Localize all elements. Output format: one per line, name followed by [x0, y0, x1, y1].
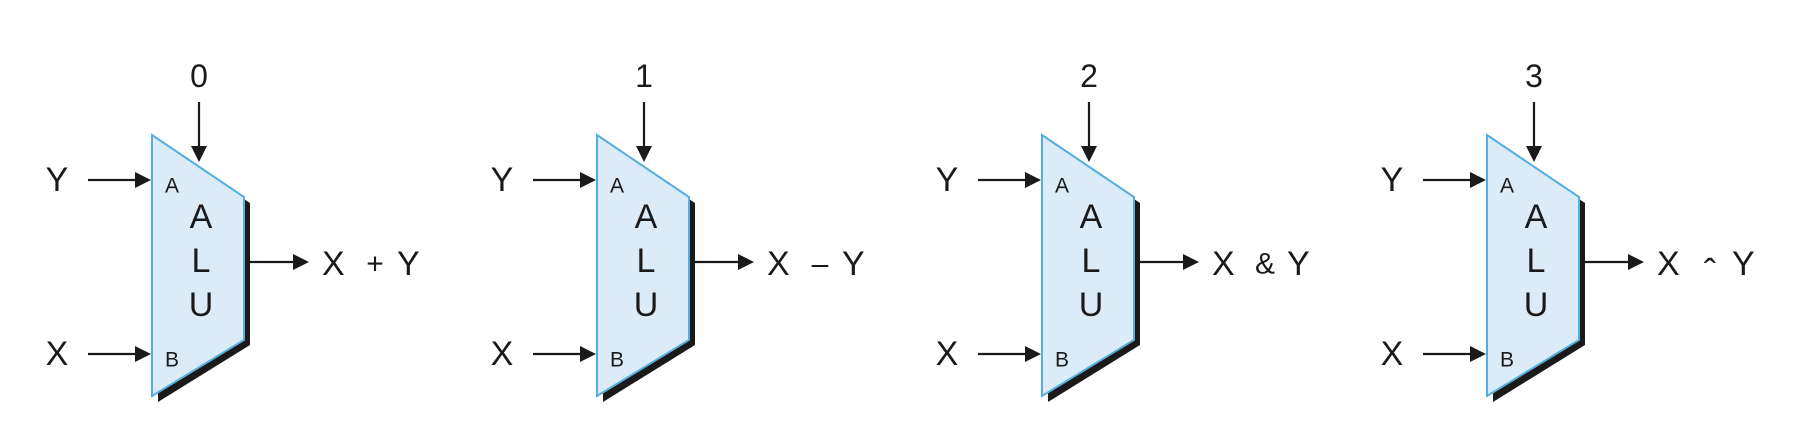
input-a-arrow-head — [580, 172, 596, 188]
output-arrow — [690, 254, 754, 270]
alu-letter: A — [190, 198, 213, 236]
output-left-operand: X — [1657, 245, 1680, 283]
alu-letter: U — [1524, 286, 1549, 324]
input-b-signal: X — [936, 335, 959, 373]
control-label: 0 — [190, 58, 208, 94]
alu-letter: U — [1079, 286, 1104, 324]
output-operator: – — [812, 248, 829, 281]
input-b-arrow-head — [1470, 346, 1486, 362]
input-b-arrow-head — [135, 346, 151, 362]
input-a-arrow-head — [1470, 172, 1486, 188]
output-arrow-head — [1183, 254, 1199, 270]
output-arrow-head — [1628, 254, 1644, 270]
input-a-signal: Y — [936, 161, 959, 199]
control-arrow — [1081, 102, 1097, 162]
input-b-arrow — [533, 346, 596, 362]
control-label: 3 — [1525, 58, 1543, 94]
alu-letter: A — [1525, 198, 1548, 236]
output-arrow — [245, 254, 309, 270]
alu-letter: L — [1082, 242, 1101, 280]
output-left-operand: X — [322, 245, 345, 283]
alu-body — [151, 133, 245, 398]
alu-body — [596, 133, 690, 398]
port-a-label: A — [1055, 175, 1069, 198]
output-arrow-head — [293, 254, 309, 270]
output-operator: & — [1255, 248, 1275, 281]
control-label: 1 — [635, 58, 653, 94]
port-b-label: B — [165, 349, 179, 372]
output-right-operand: Y — [842, 245, 865, 283]
alu-letter: A — [1080, 198, 1103, 236]
alu-body — [1486, 133, 1580, 398]
alu-body — [1041, 133, 1135, 398]
control-arrow — [1526, 102, 1542, 162]
port-b-label: B — [610, 349, 624, 372]
alu-letter: L — [1527, 242, 1546, 280]
control-arrow-head — [636, 146, 652, 162]
input-a-arrow — [88, 172, 151, 188]
input-a-signal: Y — [1381, 161, 1404, 199]
output-operator: ˆ — [1704, 252, 1716, 293]
input-a-arrow-head — [1025, 172, 1041, 188]
output-left-operand: X — [767, 245, 790, 283]
input-b-arrow-head — [580, 346, 596, 362]
input-a-arrow-head — [135, 172, 151, 188]
control-label: 2 — [1080, 58, 1098, 94]
alu-letter: U — [634, 286, 659, 324]
output-operator: + — [366, 248, 384, 281]
port-a-label: A — [610, 175, 624, 198]
alu-letter: L — [192, 242, 211, 280]
input-b-signal: X — [46, 335, 69, 373]
output-arrow-head — [738, 254, 754, 270]
input-a-arrow — [1423, 172, 1486, 188]
port-a-label: A — [165, 175, 179, 198]
output-right-operand: Y — [397, 245, 420, 283]
port-a-label: A — [1500, 175, 1514, 198]
input-b-arrow-head — [1025, 346, 1041, 362]
control-arrow — [636, 102, 652, 162]
output-left-operand: X — [1212, 245, 1235, 283]
input-b-arrow — [1423, 346, 1486, 362]
output-arrow — [1135, 254, 1199, 270]
output-right-operand: Y — [1732, 245, 1755, 283]
port-b-label: B — [1500, 349, 1514, 372]
input-b-signal: X — [1381, 335, 1404, 373]
input-b-signal: X — [491, 335, 514, 373]
port-b-label: B — [1055, 349, 1069, 372]
alu-letter: U — [189, 286, 214, 324]
input-a-arrow — [978, 172, 1041, 188]
control-arrow — [191, 102, 207, 162]
input-b-arrow — [88, 346, 151, 362]
input-b-arrow — [978, 346, 1041, 362]
alu-letter: L — [637, 242, 656, 280]
control-arrow-head — [191, 146, 207, 162]
output-right-operand: Y — [1287, 245, 1310, 283]
input-a-arrow — [533, 172, 596, 188]
input-a-signal: Y — [46, 161, 69, 199]
output-arrow — [1580, 254, 1644, 270]
input-a-signal: Y — [491, 161, 514, 199]
alu-letter: A — [635, 198, 658, 236]
control-arrow-head — [1081, 146, 1097, 162]
control-arrow-head — [1526, 146, 1542, 162]
